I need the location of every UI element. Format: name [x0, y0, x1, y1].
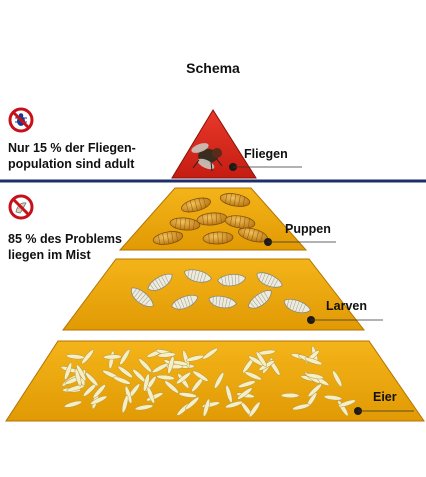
egg [121, 394, 129, 414]
pupa [202, 231, 234, 245]
egg [178, 392, 197, 398]
egg [92, 384, 106, 399]
pupa [152, 230, 184, 246]
larva [247, 290, 272, 310]
egg [307, 383, 322, 397]
egg [74, 368, 82, 387]
egg [323, 394, 343, 401]
egg [164, 380, 179, 394]
pupa [219, 192, 251, 208]
label-eier: Eier [373, 390, 397, 404]
label-larven: Larven [326, 299, 367, 313]
egg [151, 363, 169, 373]
egg [64, 362, 73, 380]
pupa [169, 217, 201, 231]
egg [185, 396, 200, 410]
larva [217, 274, 247, 287]
larvae-group [130, 268, 312, 315]
egg [90, 395, 108, 405]
egg [305, 373, 324, 380]
egg [304, 357, 323, 366]
egg [64, 400, 82, 408]
mist-note: 85 % des Problems liegen im Mist [8, 231, 122, 263]
larven-tier [62, 258, 366, 331]
egg [214, 372, 225, 389]
larva [208, 295, 237, 310]
pupa [181, 197, 211, 213]
egg [237, 380, 256, 388]
egg [280, 393, 300, 398]
no-fly-icon [8, 107, 34, 133]
egg [332, 370, 343, 387]
label-fliegen: Fliegen [244, 147, 288, 161]
larva [256, 271, 283, 289]
egg [119, 348, 131, 366]
egg [292, 403, 311, 411]
adult-note-line-1: Nur 15 % der Fliegen- [8, 141, 136, 155]
adult-note-line-2: population sind adult [8, 157, 135, 171]
egg [237, 387, 253, 400]
mist-note-line-1: 85 % des Problems [8, 232, 122, 246]
egg [85, 372, 99, 387]
larva [171, 294, 199, 312]
egg [113, 376, 131, 385]
egg [225, 401, 243, 409]
larva [283, 297, 312, 315]
diagram-title: Schema [186, 60, 240, 76]
label-puppen: Puppen [285, 222, 331, 236]
egg [192, 370, 209, 382]
pupae-group [152, 192, 268, 246]
larva [130, 287, 154, 307]
egg [103, 354, 122, 360]
egg [143, 373, 150, 392]
eggs-group [60, 345, 356, 418]
egg [244, 371, 262, 381]
adult-note: Nur 15 % der Fliegen- population sind ad… [8, 140, 136, 172]
egg [248, 401, 261, 418]
egg [138, 358, 152, 373]
egg [117, 366, 133, 378]
egg [157, 352, 176, 358]
egg [81, 349, 94, 365]
fliegen-tier [171, 109, 257, 179]
egg [255, 351, 268, 368]
egg [167, 355, 175, 374]
egg [338, 399, 356, 408]
egg [225, 385, 233, 403]
larva [147, 273, 173, 293]
larva [184, 268, 213, 284]
egg [202, 347, 218, 360]
egg [134, 404, 154, 411]
pupa [224, 215, 256, 229]
mist-note-line-2: liegen im Mist [8, 248, 91, 262]
egg [203, 398, 210, 417]
egg [156, 374, 175, 381]
egg [66, 384, 85, 392]
no-manure-icon [8, 194, 34, 220]
fly-figure [191, 143, 223, 172]
egg [176, 372, 192, 385]
